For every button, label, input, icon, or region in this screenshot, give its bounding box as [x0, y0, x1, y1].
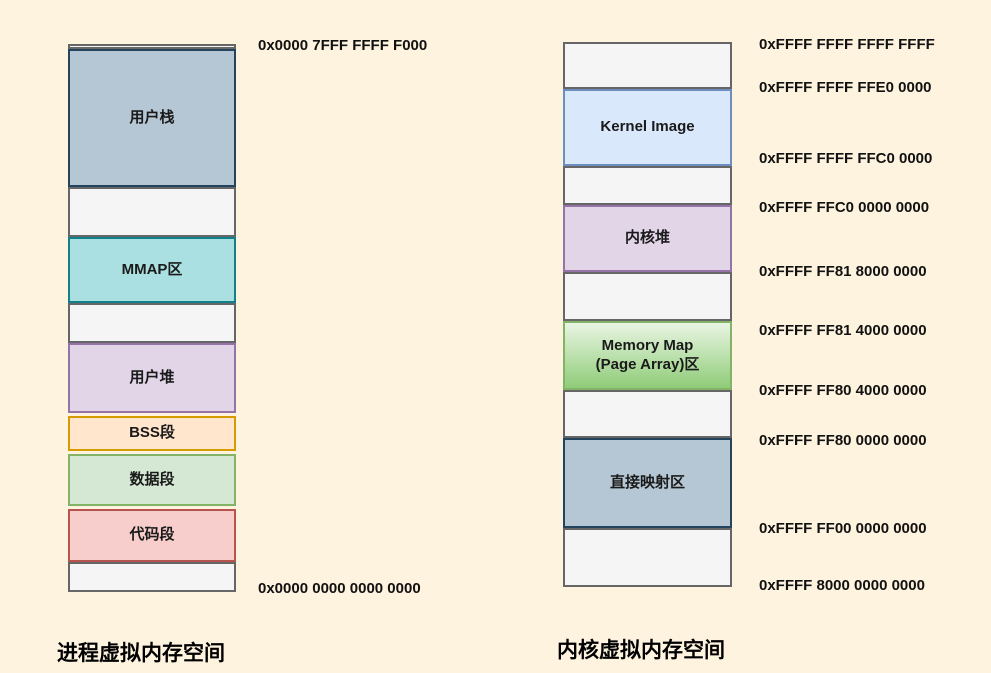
segment-label: 代码段	[129, 526, 175, 544]
segment-label: Memory Map	[601, 336, 694, 354]
unmapped-gap	[563, 528, 732, 587]
diagram-title-process: 进程虚拟内存空间	[57, 642, 225, 665]
address-label: 0xFFFF FFFF FFC0 0000	[759, 149, 933, 167]
segment-user-stack: 用户栈	[68, 49, 236, 187]
address-label: 0xFFFF 8000 0000 0000	[759, 576, 925, 594]
address-label: 0xFFFF FFC0 0000 0000	[759, 198, 930, 216]
segment-label: 直接映射区	[609, 473, 685, 491]
segment-user-heap: 用户堆	[68, 343, 236, 413]
segment-label: MMAP区	[121, 260, 183, 278]
segment-direct-mapping: 直接映射区	[563, 438, 732, 528]
segment-memory-map-page-array: Memory Map (Page Array)区	[563, 321, 732, 390]
segment-label: 数据段	[129, 470, 175, 488]
segment-label: Kernel Image	[600, 118, 695, 136]
segment-mmap: MMAP区	[68, 237, 236, 303]
unmapped-gap	[563, 166, 732, 205]
segment-label-line2: (Page Array)区	[595, 355, 700, 373]
address-label: 0x0000 7FFF FFFF F000	[258, 36, 428, 54]
reserved-strip-top	[68, 44, 236, 49]
segment-label: 用户栈	[129, 108, 175, 126]
unmapped-gap	[68, 187, 236, 237]
segment-label: 内核堆	[624, 229, 670, 247]
address-label: 0xFFFF FF80 4000 0000	[759, 381, 927, 399]
unmapped-gap	[563, 390, 732, 438]
segment-label: 用户堆	[129, 368, 175, 386]
segment-kernel-heap: 内核堆	[563, 205, 732, 272]
segment-label: BSS段	[129, 424, 175, 442]
address-label: 0xFFFF FFFF FFE0 0000	[759, 78, 932, 96]
address-label: 0xFFFF FF81 8000 0000	[759, 262, 927, 280]
address-label: 0xFFFF FF81 4000 0000	[759, 321, 927, 339]
segment-bss: BSS段	[68, 416, 236, 451]
segment-code: 代码段	[68, 509, 236, 562]
address-label: 0xFFFF FFFF FFFF FFFF	[759, 35, 935, 53]
segment-data: 数据段	[68, 454, 236, 506]
process-memory-column: 用户栈 MMAP区 用户堆 BSS段 数据段 代码段	[68, 44, 236, 592]
kernel-memory-column: Kernel Image 内核堆 Memory Map (Page Array)…	[563, 42, 732, 587]
unmapped-gap	[68, 303, 236, 343]
diagram-title-kernel: 内核虚拟内存空间	[557, 639, 725, 662]
address-label: 0x0000 0000 0000 0000	[258, 579, 421, 597]
unmapped-gap	[563, 42, 732, 89]
segment-kernel-image: Kernel Image	[563, 89, 732, 166]
address-label: 0xFFFF FF80 0000 0000	[759, 431, 927, 449]
unmapped-gap	[563, 272, 732, 321]
reserved-strip-bottom	[68, 562, 236, 592]
address-label: 0xFFFF FF00 0000 0000	[759, 519, 927, 537]
